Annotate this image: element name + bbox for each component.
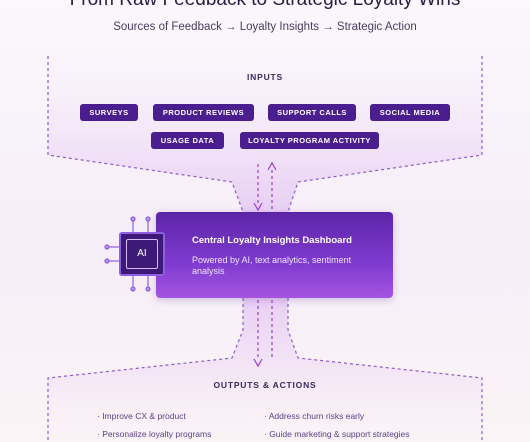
inputs-heading: INPUTS [247,72,283,82]
input-pill-usage-data: USAGE DATA [151,132,224,149]
page-title: From Raw Feedback to Strategic Loyalty W… [0,0,530,11]
input-pill-product-reviews: PRODUCT REVIEWS [153,104,254,121]
dashboard-card [156,212,393,298]
input-pill-surveys: SURVEYS [80,104,138,121]
input-pill-loyalty-program-activity: LOYALTY PROGRAM ACTIVITY [240,132,379,149]
output-item: · Address churn risks early [264,411,365,421]
inputs-funnel-outline [47,56,483,213]
up-arrow-head [267,161,277,171]
output-item: · Guide marketing & support strategies [264,429,410,439]
outputs-funnel [48,298,482,442]
dashboard-title: Central Loyalty Insights Dashboard [192,235,352,246]
down-arrow-head [253,202,263,212]
output-item: · Personalize loyalty programs [97,429,212,439]
input-pill-social-media: SOCIAL MEDIA [370,104,450,121]
dashboard-description: Powered by AI, text analytics, sentiment… [192,255,352,276]
output-item: · Improve CX & product [97,411,186,421]
outputs-funnel-outline [47,298,483,442]
down-arrow-head [253,358,263,368]
outputs-heading: OUTPUTS & ACTIONS [213,380,317,390]
input-pill-support-calls: SUPPORT CALLS [268,104,356,121]
page-subtitle: Sources of Feedback → Loyalty Insights →… [113,21,417,33]
ai-chip-label: AI [126,239,158,269]
